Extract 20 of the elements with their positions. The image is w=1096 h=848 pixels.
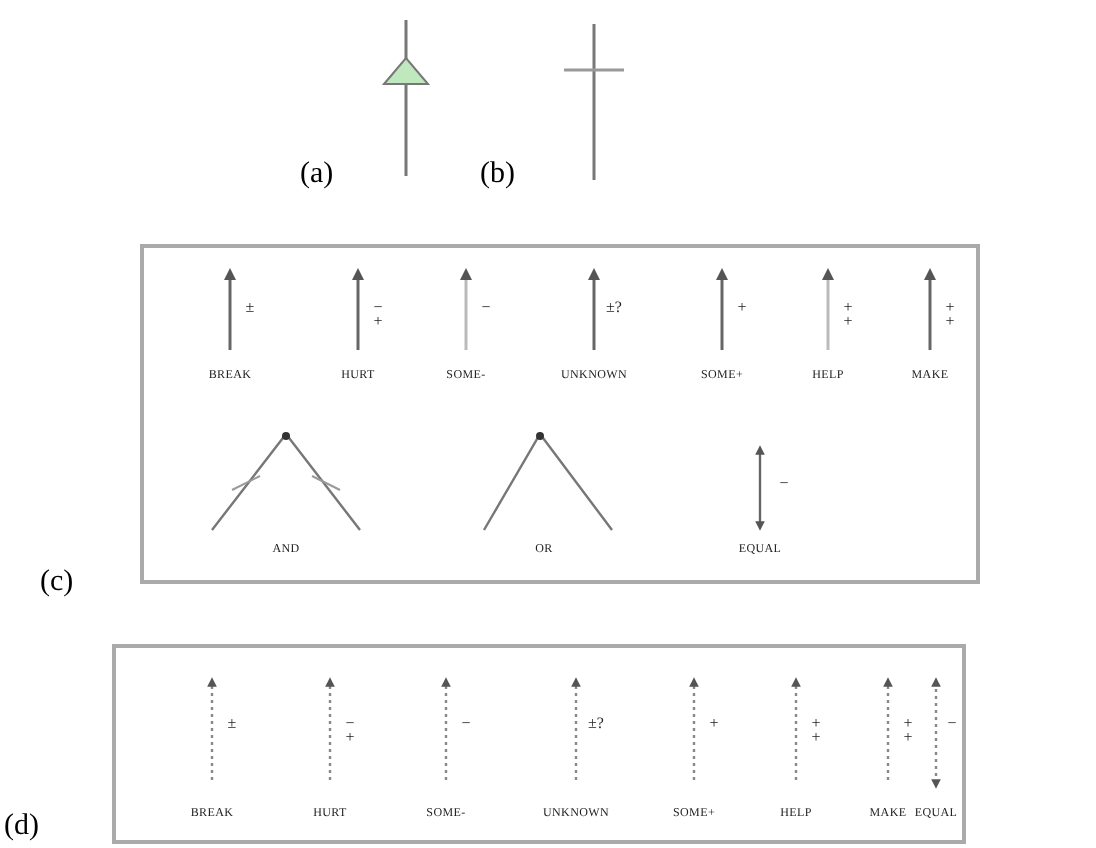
- contribution-symbol: + +: [841, 300, 855, 329]
- panel-label: (d): [4, 812, 39, 842]
- panel-label: (c): [40, 568, 74, 598]
- contribution-symbol: + +: [901, 716, 915, 745]
- contribution-symbol: + +: [809, 716, 823, 745]
- contribution-symbol: ±?: [606, 300, 622, 315]
- panel-label: (a): [300, 160, 334, 190]
- panel-label: (b): [480, 160, 515, 190]
- contribution-symbol: − +: [343, 716, 357, 745]
- contribution-symbol: +: [735, 300, 749, 315]
- contribution-symbol: ±?: [588, 716, 604, 731]
- contribution-symbol: ±: [243, 300, 257, 315]
- contribution-symbol: −: [459, 716, 473, 731]
- contribution-symbol: + +: [943, 300, 957, 329]
- contribution-symbol: ±: [225, 716, 239, 731]
- contribution-symbol: − +: [371, 300, 385, 329]
- contribution-symbol: −: [777, 476, 791, 491]
- contribution-symbol: −: [479, 300, 493, 315]
- contribution-symbol: +: [707, 716, 721, 731]
- contribution-symbol: −: [945, 716, 959, 731]
